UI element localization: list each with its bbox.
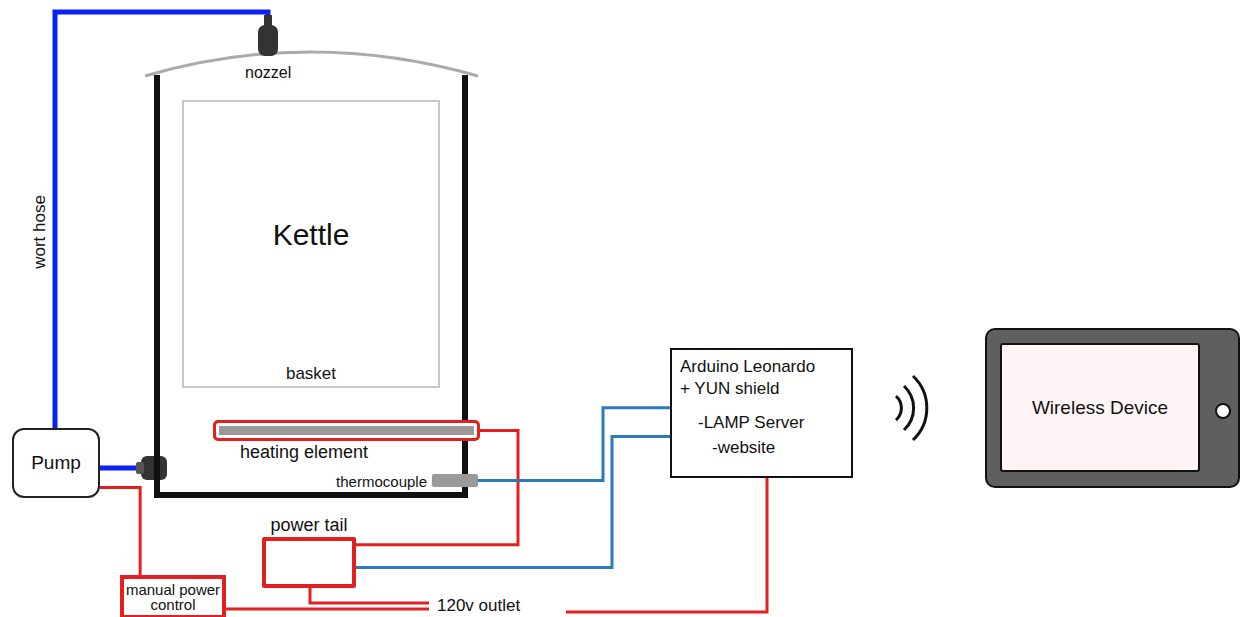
wire-connector xyxy=(356,436,670,567)
controller-box: Arduino Leonardo + YUN shield -LAMP Serve… xyxy=(670,348,853,478)
outlet-wire xyxy=(566,470,767,612)
controller-item: -website xyxy=(712,437,843,459)
nozzle-body xyxy=(258,25,278,56)
kettle-lid xyxy=(145,52,478,76)
manual-control-box: manual power control xyxy=(120,575,226,617)
heating-element-label: heating element xyxy=(240,442,368,463)
wireless-device: Wireless Device xyxy=(985,328,1240,488)
device-button xyxy=(1215,403,1231,419)
pump-box: Pump xyxy=(12,428,100,498)
power-tail-box: power tail xyxy=(262,537,356,588)
manual-control-label: manual power control xyxy=(124,582,222,612)
hose-label: wort hose xyxy=(30,195,50,269)
outlet-wire xyxy=(215,608,429,611)
basket: basket xyxy=(182,100,440,388)
kettle-label: Kettle xyxy=(160,218,462,252)
wireless-arc xyxy=(913,376,927,440)
wire-connector xyxy=(100,488,140,576)
thermocouple-label: thermocouple xyxy=(336,472,427,489)
heating-element: heating element xyxy=(213,420,480,441)
outlet-label: 120v outlet xyxy=(437,596,520,616)
controller-item: -LAMP Server xyxy=(698,412,843,434)
kettle: Kettle basket heating element thermocouple xyxy=(154,75,468,498)
valve-nut xyxy=(136,462,144,474)
wireless-arc xyxy=(904,386,914,430)
power-tail-label: power tail xyxy=(270,515,347,536)
controller-title: Arduino Leonardo + YUN shield xyxy=(680,356,826,400)
wire-connector xyxy=(478,408,670,481)
thermocouple: thermocouple xyxy=(432,474,478,487)
nozzle-label: nozzel xyxy=(245,64,291,82)
pump-label: Pump xyxy=(31,452,81,474)
basket-label: basket xyxy=(184,364,438,384)
wireless-arc xyxy=(896,396,901,420)
device-screen-label: Wireless Device xyxy=(1000,343,1200,472)
